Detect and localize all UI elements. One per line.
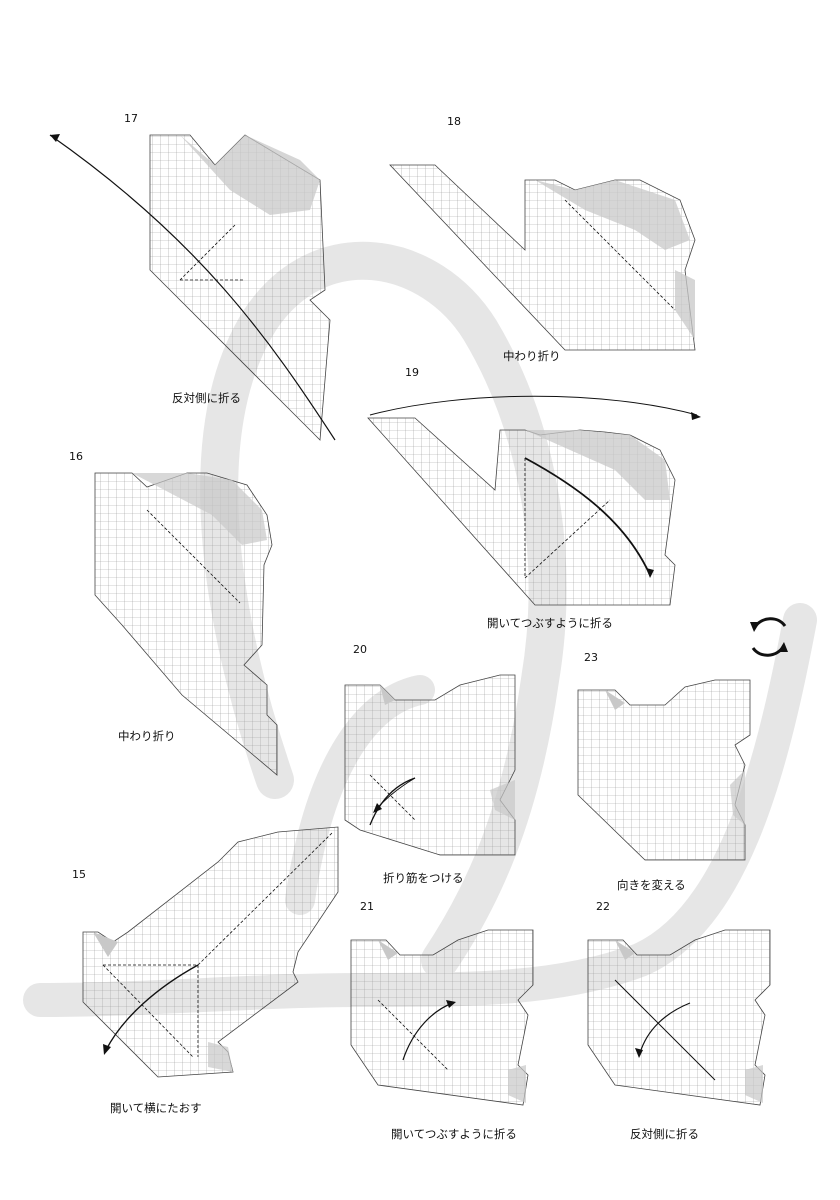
step-17-diagram bbox=[49, 134, 336, 441]
step-22-diagram bbox=[587, 929, 771, 1106]
fold-arrow-icon bbox=[646, 568, 654, 578]
step-number: 23 bbox=[584, 651, 598, 664]
step-caption: 反対側に折る bbox=[172, 391, 241, 405]
step-number: 17 bbox=[124, 112, 138, 125]
step-number: 20 bbox=[353, 643, 367, 656]
fold-arrow-icon bbox=[635, 1048, 643, 1058]
step-caption: 開いて横にたおす bbox=[110, 1101, 202, 1115]
step-19-diagram bbox=[367, 395, 701, 606]
step-23-diagram bbox=[577, 679, 751, 861]
step-15-diagram bbox=[82, 826, 339, 1078]
fold-arrow-icon bbox=[50, 134, 60, 142]
step-caption: 中わり折り bbox=[503, 349, 561, 363]
step-caption: 向きを変える bbox=[617, 878, 686, 892]
fold-arrow-icon bbox=[373, 803, 382, 813]
step-16-diagram bbox=[94, 472, 278, 776]
step-caption: 開いてつぶすように折る bbox=[487, 616, 613, 630]
step-21-diagram bbox=[350, 929, 534, 1106]
fold-arrow-icon bbox=[446, 1000, 456, 1008]
fold-arrow-icon bbox=[103, 1044, 111, 1055]
step-number: 21 bbox=[360, 900, 374, 913]
step-caption: 中わり折り bbox=[118, 729, 176, 743]
step-number: 16 bbox=[69, 450, 83, 463]
step-number: 22 bbox=[596, 900, 610, 913]
step-caption: 折り筋をつける bbox=[383, 871, 464, 885]
step-18-diagram bbox=[389, 164, 696, 351]
fold-arrow-icon bbox=[691, 412, 701, 420]
step-caption: 開いてつぶすように折る bbox=[391, 1127, 517, 1141]
step-caption: 反対側に折る bbox=[630, 1127, 699, 1141]
step-number: 15 bbox=[72, 868, 86, 881]
rotate-arrows-icon bbox=[750, 617, 788, 657]
step-number: 18 bbox=[447, 115, 461, 128]
step-20-diagram bbox=[344, 674, 516, 856]
step-number: 19 bbox=[405, 366, 419, 379]
